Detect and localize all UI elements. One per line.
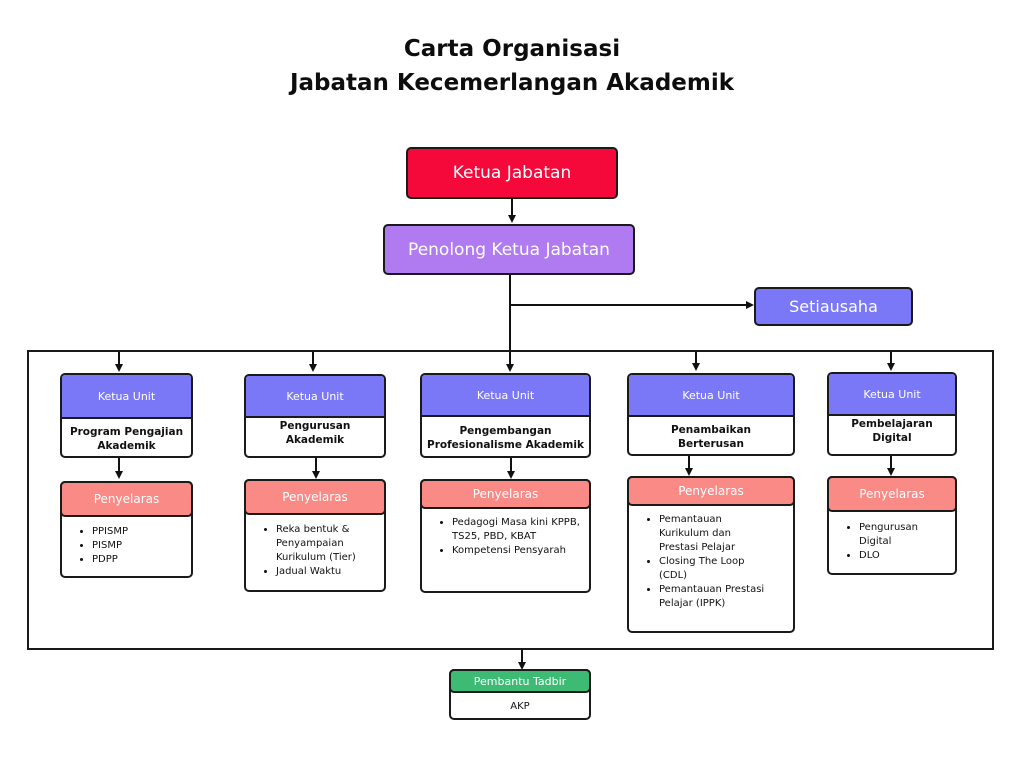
coordinator-label: Penyelaras	[244, 479, 386, 515]
list-item: Reka bentuk & Penyampaian Kurikulum (Tie…	[276, 523, 384, 565]
unit-card-pembelajaran-digital: Ketua Unit Pembelajaran Digital	[827, 372, 957, 456]
unit-name: Pengembangan Profesionalisme Akademik	[427, 424, 584, 451]
unit-card-pengembangan-profesionalisme: Ketua Unit Pengembangan Profesionalisme …	[420, 373, 591, 458]
unit-head-label: Ketua Unit	[246, 376, 384, 418]
unit-card-program-pengajian: Ketua Unit Program Pengajian Akademik	[60, 373, 193, 458]
unit-head-label: Ketua Unit	[629, 375, 793, 417]
penolong-ketua-jabatan-box: Penolong Ketua Jabatan	[383, 224, 635, 275]
coordinator-label: Penyelaras	[60, 481, 193, 517]
unit-head-label: Ketua Unit	[422, 375, 589, 417]
ketua-jabatan-box: Ketua Jabatan	[406, 147, 618, 199]
coordinator-label: Penyelaras	[420, 479, 591, 509]
list-item: PPISMP	[92, 525, 191, 539]
list-item: Pengurusan Digital	[859, 521, 925, 549]
list-item: DLO	[859, 549, 925, 563]
pembantu-tadbir-label: Pembantu Tadbir	[449, 669, 591, 693]
units-frame	[27, 350, 994, 650]
list-item: Jadual Waktu	[276, 565, 384, 579]
unit-card-penambaikan-berterusan: Ketua Unit Penambaikan Berterusan	[627, 373, 795, 456]
list-item: Kompetensi Pensyarah	[452, 544, 589, 558]
unit-name: Program Pengajian Akademik	[69, 425, 184, 452]
unit-name: Pembelajaran Digital	[851, 418, 933, 444]
coordinator-label: Penyelaras	[827, 476, 957, 512]
pembantu-tadbir-value: AKP	[510, 700, 530, 712]
unit-name: Penambaikan Berterusan	[670, 423, 752, 450]
list-item: Pemantauan Prestasi Pelajar (IPPK)	[659, 583, 773, 611]
list-item: PISMP	[92, 539, 191, 553]
setiausaha-box: Setiausaha	[754, 287, 913, 326]
unit-head-label: Ketua Unit	[829, 374, 955, 416]
list-item: Pemantauan Kurikulum dan Prestasi Pelaja…	[659, 513, 773, 555]
unit-name: Pengurusan Akademik	[279, 420, 351, 446]
list-item: PDPP	[92, 553, 191, 567]
chart-title-line1: Carta Organisasi	[403, 36, 621, 62]
list-item: Closing The Loop (CDL)	[659, 555, 773, 583]
coordinator-label: Penyelaras	[627, 476, 795, 506]
pembantu-tadbir-card: Pembantu Tadbir AKP	[449, 669, 591, 720]
list-item: Pedagogi Masa kini KPPB, TS25, PBD, KBAT	[452, 516, 589, 544]
unit-card-pengurusan-akademik: Ketua Unit Pengurusan Akademik	[244, 374, 386, 458]
unit-head-label: Ketua Unit	[62, 375, 191, 419]
chart-title-line2: Jabatan Kecemerlangan Akademik	[289, 70, 735, 96]
